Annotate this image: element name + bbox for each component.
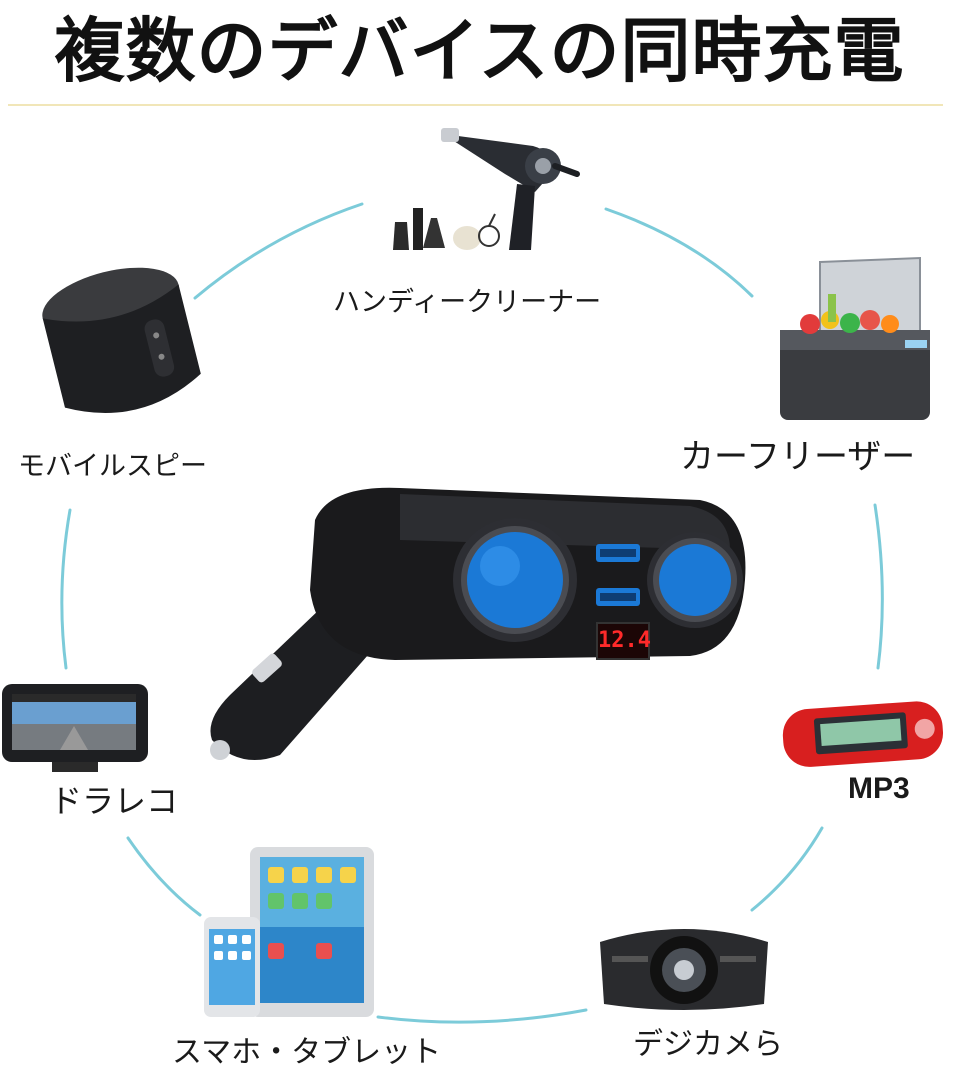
device-label-speaker: モバイルスピー	[18, 451, 207, 482]
device-label-tablet: スマホ・タブレット	[172, 1035, 442, 1070]
title-divider	[8, 104, 943, 106]
mp3-player-icon	[782, 701, 944, 767]
arc-right	[873, 503, 884, 670]
arc-top-left	[193, 202, 364, 300]
car-fridge-icon	[780, 256, 930, 420]
voltage-display: 12.4	[596, 622, 651, 660]
handheld-vacuum-icon	[393, 128, 580, 250]
arc-left	[60, 508, 72, 670]
device-label-mp3: MP3	[848, 772, 910, 805]
device-label-dashcam: ドラレコ	[50, 782, 179, 820]
camera-icon	[600, 929, 768, 1010]
arc-bottom	[376, 1008, 588, 1024]
dashcam-icon	[2, 684, 148, 772]
arc-bottom-left	[126, 836, 202, 917]
device-label-vacuum: ハンディークリーナー	[333, 287, 602, 318]
device-label-fridge: カーフリーザー	[680, 437, 916, 477]
speaker-icon	[42, 267, 201, 413]
phone-tablet-icon	[204, 847, 374, 1017]
arc-bottom-right	[750, 826, 824, 912]
page-title: 複数のデバイスの同時充電	[54, 10, 905, 92]
device-label-camera: デジカメら	[633, 1027, 783, 1062]
arc-top-right	[604, 207, 754, 298]
car-socket-splitter-icon	[210, 487, 746, 760]
